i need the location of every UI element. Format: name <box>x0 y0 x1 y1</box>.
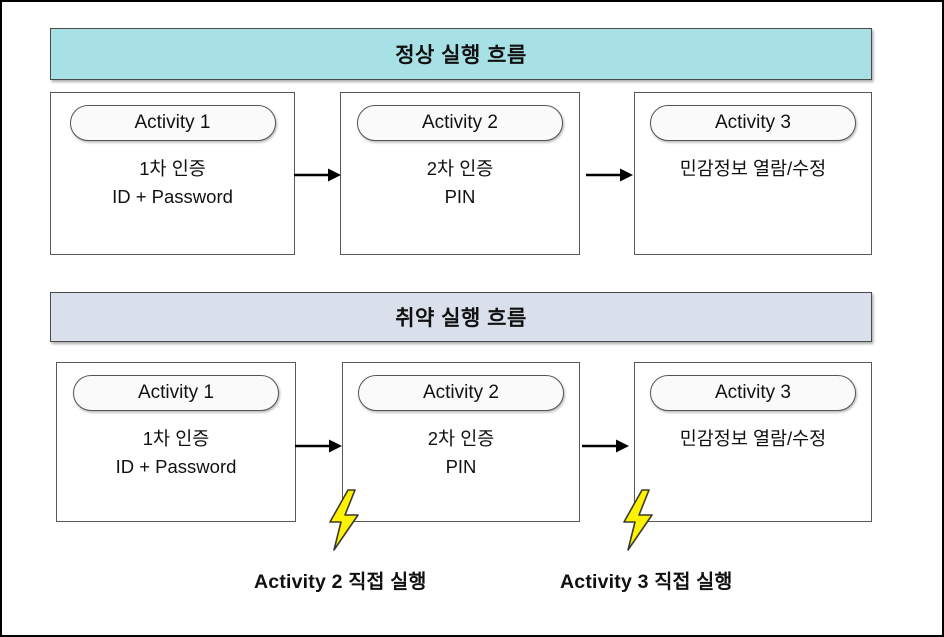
vulnerable-activity-box-2: Activity 2 2차 인증 PIN <box>342 362 580 522</box>
arrow-right-icon-vulnerable-2to3 <box>582 439 629 453</box>
arrow-right-icon-normal-1to2 <box>294 168 341 182</box>
vulnerable-activity-1-label: Activity 1 <box>137 382 215 403</box>
vulnerable-activity-3-body: 민감정보 열람/수정 <box>679 428 827 449</box>
arrow-right-icon-vulnerable-1to2 <box>295 439 342 453</box>
normal-activity-box-1: Activity 1 1차 인증 ID + Password <box>50 92 295 255</box>
vulnerable-activity-box-3: Activity 3 민감정보 열람/수정 <box>634 362 872 522</box>
normal-activity-1-label: Activity 1 <box>134 112 211 133</box>
vulnerable-activity-box-1: Activity 1 1차 인증 ID + Password <box>56 362 296 522</box>
vulnerable-activity-1-body: 1차 인증 ID + Password <box>115 428 237 478</box>
attack-caption-activity-2: Activity 2 직접 실행 <box>254 571 427 593</box>
vulnerable-activity-2-pill: Activity 2 <box>358 375 564 411</box>
normal-activity-box-3: Activity 3 민감정보 열람/수정 <box>634 92 872 255</box>
section-header-vulnerable-flow: 취약 실행 흐름 <box>50 292 872 342</box>
vulnerable-activity-1-pill: Activity 1 <box>73 375 279 411</box>
vulnerable-activity-3-pill: Activity 3 <box>650 375 856 411</box>
section-header-normal-flow-label: 정상 실행 흐름 <box>395 44 527 67</box>
normal-activity-2-pill: Activity 2 <box>357 105 563 141</box>
vulnerable-activity-2-body: 2차 인증 PIN <box>427 428 495 478</box>
section-header-vulnerable-flow-label: 취약 실행 흐름 <box>395 307 527 330</box>
normal-activity-1-body: 1차 인증 ID + Password <box>112 158 233 208</box>
vulnerable-activity-3-label: Activity 3 <box>714 382 792 403</box>
lightning-bolt-icon-activity-3 <box>623 489 653 551</box>
normal-activity-2-label: Activity 2 <box>421 112 499 133</box>
attack-caption-activity-3: Activity 3 직접 실행 <box>560 571 733 593</box>
normal-activity-1-pill: Activity 1 <box>69 105 276 141</box>
vulnerable-activity-2-label: Activity 2 <box>422 382 500 403</box>
normal-activity-box-2: Activity 2 2차 인증 PIN <box>340 92 580 255</box>
lightning-bolt-icon-activity-2 <box>329 489 359 551</box>
section-header-normal-flow: 정상 실행 흐름 <box>50 28 872 80</box>
normal-activity-3-body: 민감정보 열람/수정 <box>679 158 827 179</box>
normal-activity-2-body: 2차 인증 PIN <box>426 158 494 208</box>
arrow-right-icon-normal-2to3 <box>586 168 633 182</box>
normal-activity-3-pill: Activity 3 <box>650 105 856 141</box>
normal-activity-3-label: Activity 3 <box>714 112 792 133</box>
